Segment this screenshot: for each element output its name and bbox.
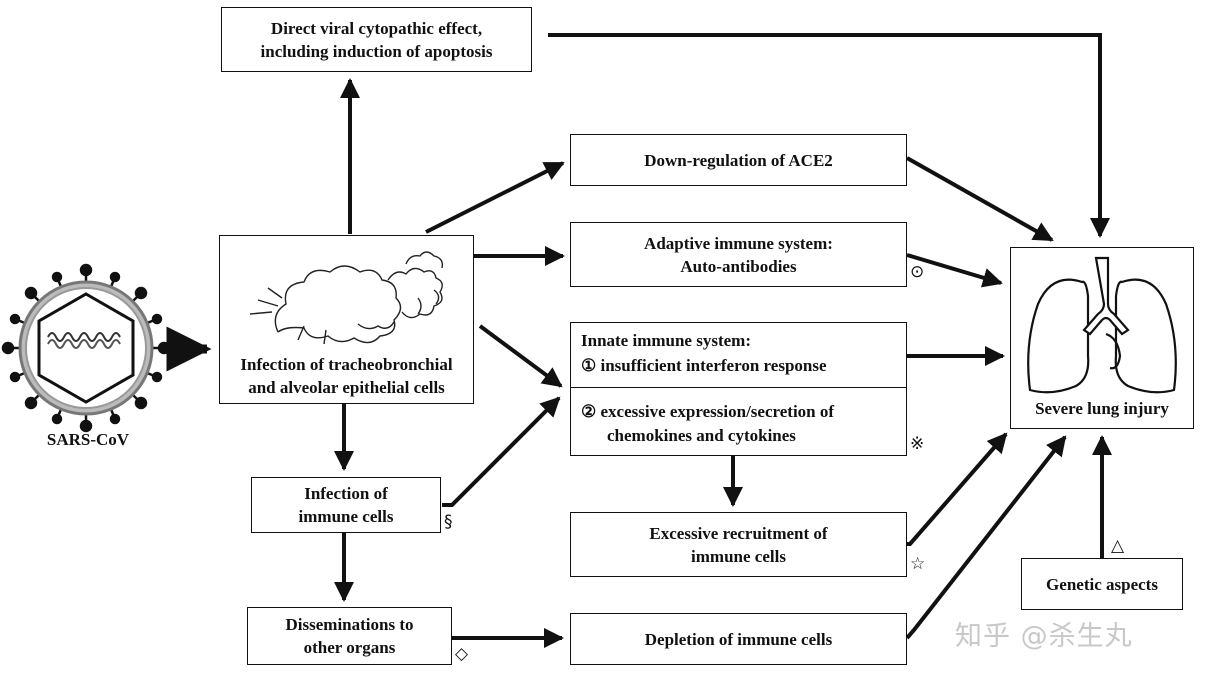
arrow-depletion-to-lung [905,435,1067,640]
direct-effect-line1: Direct viral cytopathic effect, [270,18,483,38]
innate-item2-line2: chemokines and cytokines [607,426,796,445]
genetic-symbol: △ [1111,536,1125,556]
lung-injury-box: Severe lung injury [1010,247,1194,429]
epithelial-line1: Infection of tracheobronchial [240,355,453,374]
adaptive-line1: Adaptive immune system: [644,233,833,253]
genetic-text: Genetic aspects [1046,574,1158,594]
disseminations-symbol: ◇ [455,644,469,664]
innate-symbol: ※ [910,434,925,454]
lungs-icon [1027,256,1177,394]
direct-effect-line2: including induction of apoptosis [260,41,493,61]
disseminations-box: Disseminations to other organs [247,607,452,665]
virus-icon [1,263,171,433]
arrow-ace2-to-lung [906,156,1054,242]
immune-infection-line2: immune cells [298,507,394,526]
innate-item1: ① insufficient interferon response [581,356,827,375]
bronchial-tree-icon [249,251,444,345]
innate-title: Innate immune system: [581,331,751,350]
immune-infection-line1: Infection of [304,484,388,503]
virus-label: SARS-CoV [46,430,130,449]
innate-divider [571,387,906,388]
direct-effect-box: Direct viral cytopathic effect, includin… [221,7,532,72]
recruitment-line2: immune cells [691,546,786,566]
arrow-epithelial-to-ace2 [425,161,565,234]
recruitment-box: Excessive recruitment of immune cells [570,512,907,577]
recruitment-symbol: ☆ [910,554,926,574]
watermark: 知乎 @杀生丸 [955,621,1133,652]
ace2-text: Down-regulation of ACE2 [644,150,833,170]
arrow-immune-to-innate [442,396,561,507]
arrow-epithelial-to-innate [478,324,563,388]
lung-injury-text: Severe lung injury [1035,399,1169,418]
arrow-direct-to-lung [548,33,1110,238]
disseminations-line1: Disseminations to [285,615,414,634]
disseminations-line2: other organs [303,638,396,657]
immune-infection-symbol: § [444,512,453,532]
innate-item2-line1: ② excessive expression/secretion of [581,402,835,421]
arrow-recruitment-to-lung [907,432,1008,546]
adaptive-symbol: ⊙ [910,262,925,282]
adaptive-box: Adaptive immune system: Auto-antibodies [570,222,907,287]
depletion-box: Depletion of immune cells [570,613,907,665]
recruitment-line1: Excessive recruitment of [649,523,828,543]
arrow-adaptive-to-lung [906,253,1003,288]
virus-illustration [0,262,172,434]
depletion-text: Depletion of immune cells [644,629,833,649]
epithelial-infection-box: Infection of tracheobronchial and alveol… [219,235,474,404]
genetic-box: Genetic aspects [1021,558,1183,610]
epithelial-line2: and alveolar epithelial cells [248,378,445,397]
immune-infection-box: Infection of immune cells [251,477,441,533]
innate-box: Innate immune system: ① insufficient int… [570,322,907,456]
adaptive-line2: Auto-antibodies [680,256,797,276]
ace2-box: Down-regulation of ACE2 [570,134,907,186]
